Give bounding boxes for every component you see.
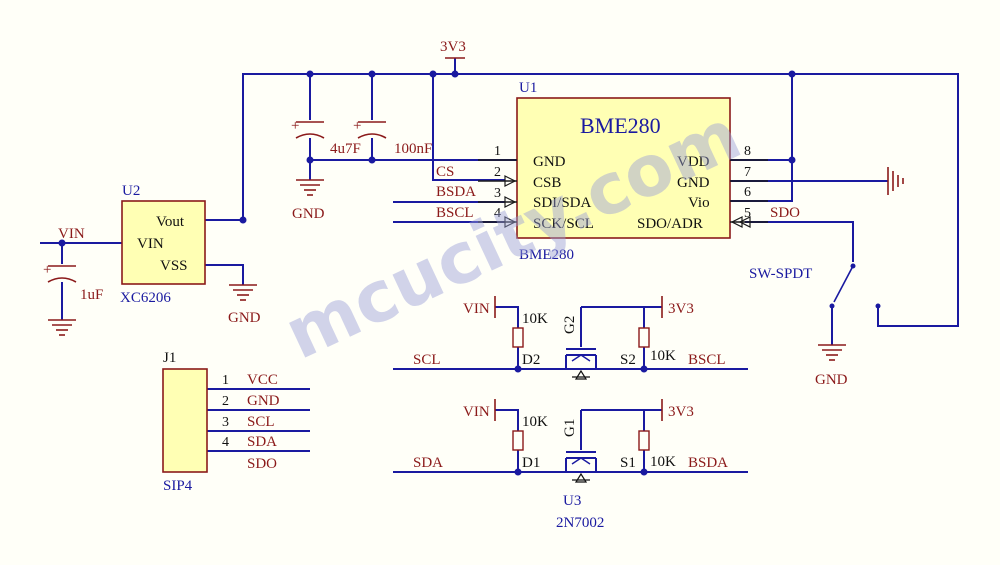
- net-sda: SDA: [413, 455, 443, 471]
- u1-ref: U1: [519, 80, 537, 96]
- level-shifter-scl: VIN 3V3 10K 10K G2 D2 S2 SCL BSCL: [413, 296, 726, 380]
- r2-sda-value: 10K: [650, 454, 676, 470]
- u1-pin-num-5: 5: [744, 206, 751, 221]
- u2-part: XC6206: [120, 290, 171, 306]
- source-s1: S1: [620, 455, 636, 471]
- source-s2: S2: [620, 352, 636, 368]
- net-scl: SCL: [413, 352, 441, 368]
- gnd-label-1: GND: [292, 206, 325, 222]
- j1-label-sda: SDA: [247, 434, 277, 450]
- power-flag-3v3-top: 3V3: [440, 39, 466, 59]
- u1-pin-num-6: 6: [744, 185, 751, 200]
- j1-label-gnd: GND: [247, 393, 280, 409]
- svg-text:+: +: [291, 118, 299, 134]
- net-3v3-top: 3V3: [440, 39, 466, 55]
- c3-value: 1uF: [80, 287, 103, 303]
- net-bscl: BSCL: [436, 205, 474, 221]
- u1-pin-name-gnd2: GND: [677, 175, 710, 191]
- connector-j1: J1 SIP4 1 2 3 4 VCC GND SCL SDA SDO: [162, 350, 280, 494]
- r2-scl-value: 10K: [650, 348, 676, 364]
- level-shifter-sda: VIN 3V3 10K 10K G1 D1 S1 SDA BSDA U3 2N7…: [413, 399, 728, 531]
- ground-symbol-3: [48, 319, 76, 336]
- capacitor-c2: + 100nF: [353, 118, 432, 157]
- net-bsda2: BSDA: [688, 455, 728, 471]
- u1-pin-name-sdo: SDO/ADR: [637, 216, 703, 232]
- net-bsda: BSDA: [436, 184, 476, 200]
- gnd-label-2: GND: [228, 310, 261, 326]
- u3-part: 2N7002: [556, 515, 604, 531]
- ground-symbol-2: GND: [228, 284, 261, 326]
- junction-dots: [58, 70, 796, 476]
- ground-symbol-4: [887, 167, 904, 195]
- regulator-u2: U2 Vout VIN VSS XC6206 VIN: [58, 183, 206, 306]
- svg-text:+: +: [43, 262, 51, 278]
- j1-label-sdo: SDO: [247, 456, 277, 472]
- switch-label: SW-SPDT: [749, 266, 812, 282]
- u3-ref: U3: [563, 493, 581, 509]
- u2-pin-vin: VIN: [137, 236, 164, 252]
- net-labels-u1: CS BSDA BSCL SDO: [436, 164, 800, 221]
- u1-pin-num-3: 3: [494, 186, 501, 201]
- net-bscl2: BSCL: [688, 352, 726, 368]
- u2-ref: U2: [122, 183, 140, 199]
- r1-scl-value: 10K: [522, 311, 548, 327]
- j1-pin-num-4: 4: [222, 435, 229, 450]
- j1-pin-num-3: 3: [222, 415, 229, 430]
- ground-symbol-1: GND: [292, 179, 325, 222]
- svg-text:+: +: [353, 118, 361, 134]
- u1-pin-num-1: 1: [494, 144, 501, 159]
- net-sdo: SDO: [770, 205, 800, 221]
- net-3v3-b: 3V3: [668, 404, 694, 420]
- gnd-label-3: GND: [815, 372, 848, 388]
- capacitor-c3: + 1uF: [43, 262, 103, 303]
- u1-pin-name-sda: SDI/SDA: [533, 195, 592, 211]
- u1-pin-name-vio: Vio: [688, 195, 710, 211]
- u1-pin-num-7: 7: [744, 165, 751, 180]
- bme280-chip: U1 BME280 BME280 1 2 3 4 GND CSB SDI/SDA…: [478, 80, 768, 263]
- u1-title: BME280: [580, 113, 661, 138]
- ground-symbol-5: GND: [815, 344, 848, 388]
- net-vin-a: VIN: [463, 301, 490, 317]
- u1-pin-num-4: 4: [494, 206, 501, 221]
- gate-g2: G2: [562, 316, 578, 334]
- j1-pin-num-1: 1: [222, 373, 229, 388]
- u2-pin-vss: VSS: [160, 258, 188, 274]
- r1-sda-value: 10K: [522, 414, 548, 430]
- c2-value: 100nF: [394, 141, 432, 157]
- u2-pin-vout: Vout: [156, 214, 185, 230]
- spdt-switch: SW-SPDT: [749, 263, 881, 309]
- drain-d1: D1: [522, 455, 540, 471]
- j1-label-scl: SCL: [247, 414, 275, 430]
- u1-pin-num-2: 2: [494, 165, 501, 180]
- j1-ref: J1: [163, 350, 176, 366]
- net-vin-b: VIN: [463, 404, 490, 420]
- capacitor-c1: + 4u7F: [291, 118, 361, 157]
- u1-pin-name-vdd: VDD: [677, 154, 710, 170]
- gate-g1: G1: [562, 419, 578, 437]
- net-vin: VIN: [58, 226, 85, 242]
- u1-pin-name-gnd: GND: [533, 154, 566, 170]
- j1-pin-num-2: 2: [222, 394, 229, 409]
- u1-pin-name-scl: SCK/SCL: [533, 216, 594, 232]
- drain-d2: D2: [522, 352, 540, 368]
- u1-part: BME280: [519, 247, 574, 263]
- u1-pin-num-8: 8: [744, 144, 751, 159]
- j1-part: SIP4: [163, 478, 193, 494]
- c1-value: 4u7F: [330, 141, 361, 157]
- j1-label-vcc: VCC: [247, 372, 278, 388]
- u1-pin-name-csb: CSB: [533, 175, 561, 191]
- net-cs: CS: [436, 164, 454, 180]
- net-3v3-a: 3V3: [668, 301, 694, 317]
